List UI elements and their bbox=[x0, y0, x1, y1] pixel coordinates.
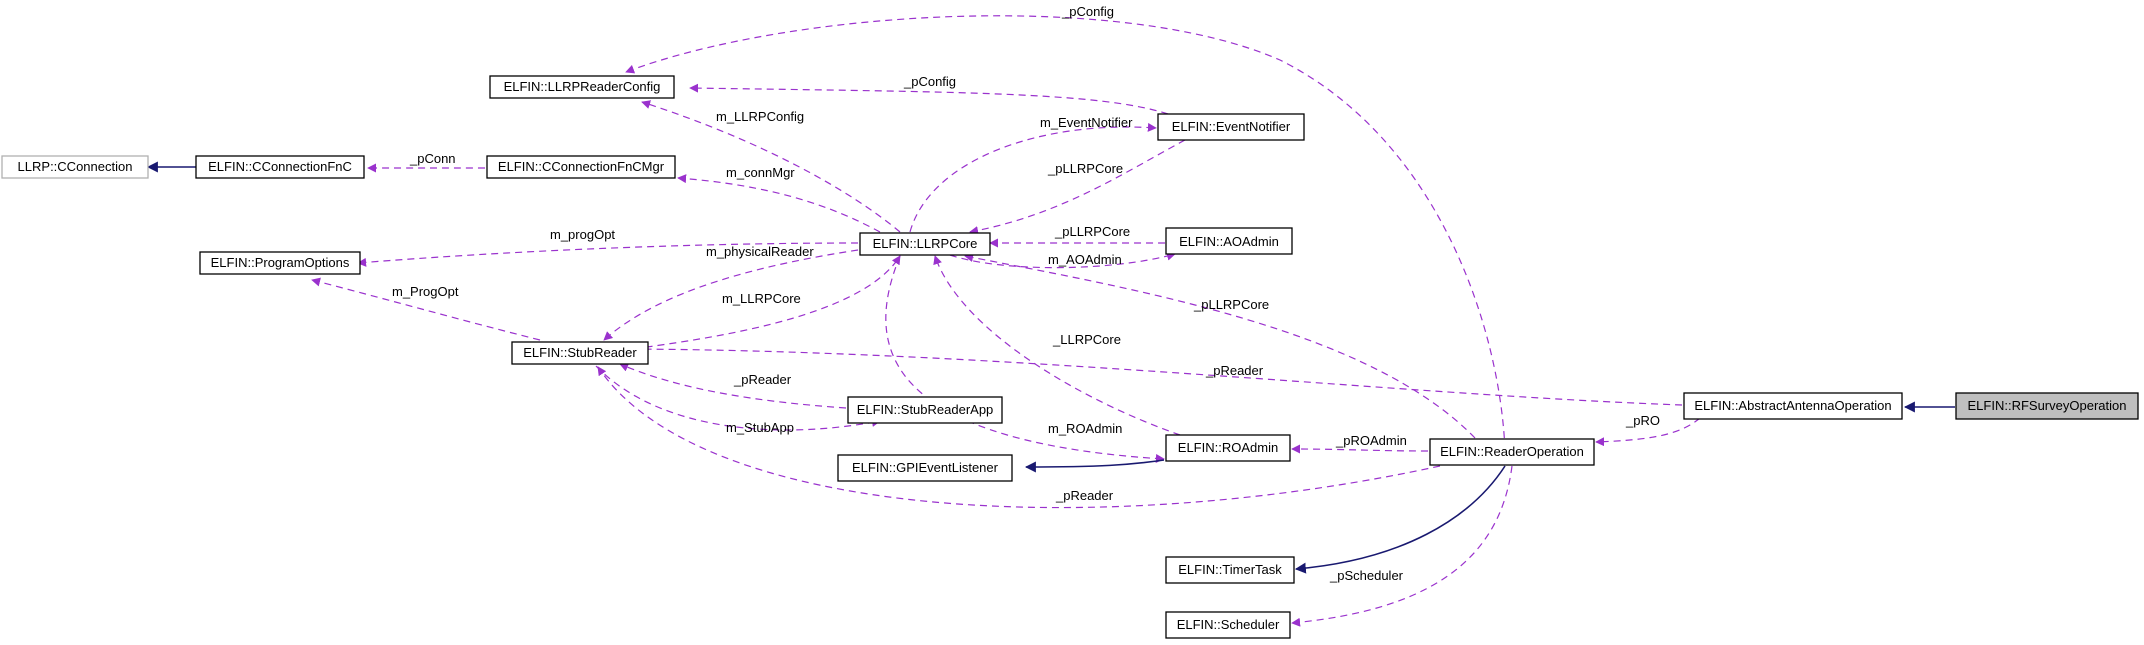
class-node-label: ELFIN::AOAdmin bbox=[1179, 234, 1279, 249]
edge-pllrpcore-eventnotifier: _pLLRPCore bbox=[969, 139, 1186, 235]
class-node-label: ELFIN::CConnectionFnCMgr bbox=[498, 159, 665, 174]
edge-preader-stubreaderapp: _pReader bbox=[619, 363, 847, 409]
edge-label-m-progopt: m_ProgOpt bbox=[392, 284, 459, 299]
edge-pconfig-eventnotifier: _pConfig bbox=[689, 74, 1169, 115]
class-node-rfsurveyoperation[interactable]: ELFIN::RFSurveyOperation bbox=[1955, 392, 2139, 420]
edge-m-aoadmin: m_AOAdmin bbox=[949, 251, 1176, 269]
edge-pconfig-readeroperation: _pConfig bbox=[625, 4, 1506, 451]
class-node-label: ELFIN::StubReaderApp bbox=[857, 402, 994, 417]
edge-label-pconn: _pConn bbox=[409, 151, 456, 166]
class-node-abstractantennaoperation[interactable]: ELFIN::AbstractAntennaOperation bbox=[1683, 392, 1903, 420]
edge-preader-abstractantenna: _pReader bbox=[619, 344, 1683, 406]
class-node-cconnectionfncmgr[interactable]: ELFIN::CConnectionFnCMgr bbox=[486, 155, 676, 179]
edge-m-stubapp: m_StubApp bbox=[595, 365, 881, 435]
edge-pllrpcore-aoadmin: _pLLRPCore bbox=[989, 224, 1165, 248]
class-node-aoadmin[interactable]: ELFIN::AOAdmin bbox=[1165, 227, 1293, 255]
class-node-label: ELFIN::StubReader bbox=[523, 345, 637, 360]
edge-label-preader: _pReader bbox=[1205, 363, 1264, 378]
edge-label-pconfig: _pConfig bbox=[1061, 4, 1114, 19]
edge-inherit-timertask bbox=[1294, 465, 1506, 574]
class-node-label: ELFIN::GPIEventListener bbox=[852, 460, 999, 475]
class-node-readeroperation[interactable]: ELFIN::ReaderOperation bbox=[1429, 438, 1595, 466]
edge-label-m-progopt: m_progOpt bbox=[550, 227, 615, 242]
edge-label-pllrpcore: _pLLRPCore bbox=[1054, 224, 1130, 239]
class-node-eventnotifier[interactable]: ELFIN::EventNotifier bbox=[1157, 113, 1305, 141]
class-node-label: ELFIN::LLRPCore bbox=[873, 236, 978, 251]
class-node-label: ELFIN::ROAdmin bbox=[1178, 440, 1278, 455]
edge-label-m-aoadmin: m_AOAdmin bbox=[1048, 252, 1122, 267]
class-node-programoptions[interactable]: ELFIN::ProgramOptions bbox=[199, 251, 361, 275]
edge-label-pllrpcore: _pLLRPCore bbox=[1193, 297, 1269, 312]
class-node-label: ELFIN::ReaderOperation bbox=[1440, 444, 1584, 459]
class-node-label: ELFIN::TimerTask bbox=[1178, 562, 1282, 577]
class-node-label: ELFIN::CConnectionFnC bbox=[208, 159, 352, 174]
edge-label-m-physicalreader: m_physicalReader bbox=[706, 244, 814, 259]
edge-label-llrpcore: _LLRPCore bbox=[1052, 332, 1121, 347]
class-node-gpieventlistener[interactable]: ELFIN::GPIEventListener bbox=[837, 454, 1013, 482]
edge-m-progopt-stubreader: m_ProgOpt bbox=[311, 277, 541, 341]
edge-label-m-llrpconfig: m_LLRPConfig bbox=[716, 109, 804, 124]
class-node-timertask[interactable]: ELFIN::TimerTask bbox=[1165, 556, 1295, 584]
edge-pro: _pRO bbox=[1595, 413, 1701, 447]
edge-label-preader: _pReader bbox=[1055, 488, 1114, 503]
edge-inherit-gpieventlistener bbox=[1024, 459, 1165, 473]
edge-m-connmgr: m_connMgr bbox=[677, 165, 881, 233]
edge-m-llrpcore: m_LLRPCore bbox=[609, 255, 901, 356]
class-node-cconnectionfnc[interactable]: ELFIN::CConnectionFnC bbox=[195, 155, 365, 179]
edge-m-progopt: m_progOpt bbox=[357, 227, 859, 267]
edge-label-proadmin: _pROAdmin bbox=[1335, 433, 1407, 448]
class-node-scheduler[interactable]: ELFIN::Scheduler bbox=[1165, 611, 1291, 639]
class-node-label: ELFIN::AbstractAntennaOperation bbox=[1694, 398, 1891, 413]
class-node-label: ELFIN::RFSurveyOperation bbox=[1968, 398, 2127, 413]
edge-label-pro: _pRO bbox=[1625, 413, 1660, 428]
edge-label-pllrpcore: _pLLRPCore bbox=[1047, 161, 1123, 176]
edge-m-llrpconfig: m_LLRPConfig bbox=[641, 100, 901, 233]
edge-llrpcore-roadmin: _LLRPCore bbox=[933, 255, 1181, 436]
class-node-label: ELFIN::EventNotifier bbox=[1172, 119, 1291, 134]
edge-m-eventnotifier: m_EventNotifier bbox=[909, 115, 1157, 233]
edge-label-m-llrpcore: m_LLRPCore bbox=[722, 291, 801, 306]
class-node-label: ELFIN::Scheduler bbox=[1177, 617, 1280, 632]
edge-label-pscheduler: _pScheduler bbox=[1329, 568, 1404, 583]
edge-pscheduler: _pScheduler bbox=[1291, 465, 1513, 627]
class-node-llrpcore[interactable]: ELFIN::LLRPCore bbox=[859, 232, 991, 256]
class-node-stubreader[interactable]: ELFIN::StubReader bbox=[511, 341, 649, 365]
edge-label-m-stubapp: m_StubApp bbox=[726, 420, 794, 435]
class-node-llrp-cconnection[interactable]: LLRP::CConnection bbox=[1, 155, 149, 179]
class-node-label: ELFIN::LLRPReaderConfig bbox=[504, 79, 661, 94]
edge-label-m-eventnotifier: m_EventNotifier bbox=[1040, 115, 1133, 130]
edge-label-m-connmgr: m_connMgr bbox=[726, 165, 795, 180]
edge-pconn: _pConn bbox=[367, 151, 485, 173]
class-node-stubreaderapp[interactable]: ELFIN::StubReaderApp bbox=[847, 396, 1003, 424]
edge-label-preader: _pReader bbox=[733, 372, 792, 387]
nodes-layer: LLRP::CConnection ELFIN::CConnectionFnC … bbox=[1, 75, 2139, 639]
edge-proadmin: _pROAdmin bbox=[1291, 433, 1429, 454]
class-node-roadmin[interactable]: ELFIN::ROAdmin bbox=[1165, 434, 1291, 462]
edge-preader-readeroperation: _pReader bbox=[597, 366, 1441, 509]
edge-label-m-roadmin: m_ROAdmin bbox=[1048, 421, 1122, 436]
edge-m-roadmin: m_ROAdmin bbox=[885, 255, 1165, 463]
class-node-label: ELFIN::ProgramOptions bbox=[211, 255, 350, 270]
class-node-llrpreaderconfig[interactable]: ELFIN::LLRPReaderConfig bbox=[489, 75, 675, 99]
edge-label-pconfig: _pConfig bbox=[903, 74, 956, 89]
edges-layer: _pConfig _pConfig m_LLRPConfig m_EventNo… bbox=[146, 4, 1955, 627]
edge-pllrpcore-readeroperation: _pLLRPCore bbox=[964, 253, 1476, 439]
class-node-label: LLRP::CConnection bbox=[18, 159, 133, 174]
